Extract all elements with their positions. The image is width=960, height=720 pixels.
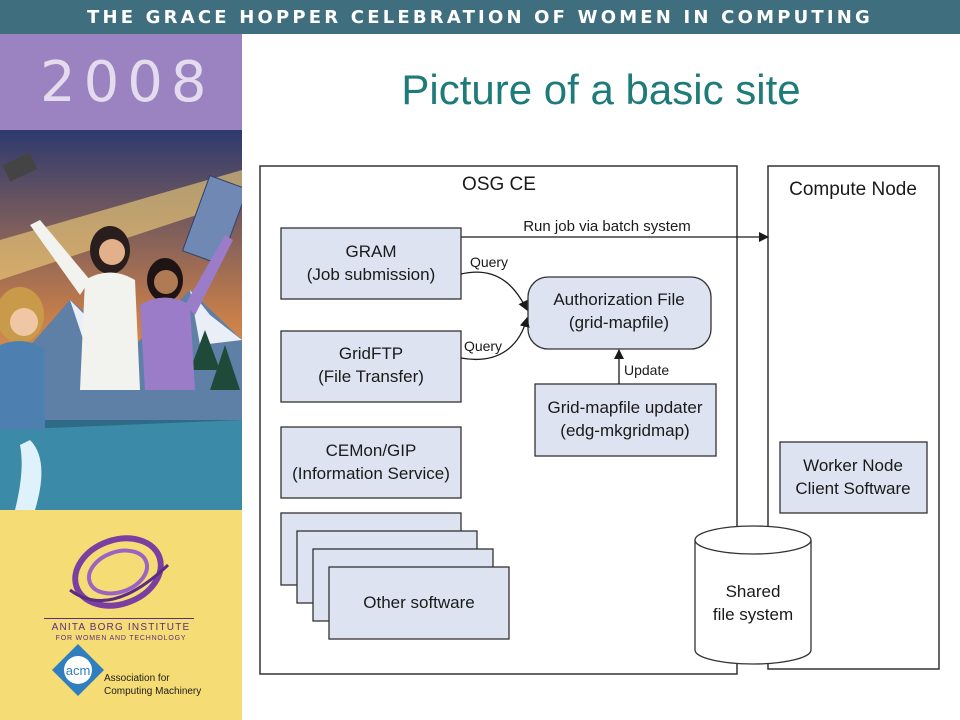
gram-box: GRAM (Job submission) [280, 227, 462, 300]
other-software-label: Other software [363, 593, 475, 612]
query-label-1: Query [470, 254, 508, 270]
acm-line-2: Computing Machinery [104, 686, 202, 697]
gridftp-query-arrow [460, 317, 530, 360]
gridftp-line-2: (File Transfer) [318, 367, 424, 386]
gridftp-box: GridFTP (File Transfer) [280, 330, 462, 403]
acm-badge-label: acm [66, 663, 91, 678]
acm-logo: acm [52, 644, 104, 696]
query-label-2: Query [464, 338, 502, 354]
other-software-stack: Other software [280, 512, 510, 640]
worker-node-line-1: Worker Node [803, 456, 903, 475]
acm-line-1: Association for [104, 673, 170, 684]
slide-title: Picture of a basic site [401, 66, 801, 113]
gram-line-1: GRAM [346, 242, 397, 261]
shared-fs-line-2: file system [713, 605, 793, 624]
anita-borg-logo [69, 535, 170, 609]
year-panel: 2008 [0, 34, 242, 130]
year-label: 2008 [40, 50, 215, 115]
sidebar-artwork: 2008 [0, 34, 242, 720]
auth-file-line-2: (grid-mapfile) [569, 313, 669, 332]
updater-line-1: Grid-mapfile updater [548, 398, 703, 417]
cemon-box: CEMon/GIP (Information Service) [280, 426, 462, 499]
worker-node-box: Worker Node Client Software [779, 441, 928, 514]
shared-fs-line-1: Shared [726, 582, 781, 601]
gridftp-line-1: GridFTP [339, 344, 403, 363]
updater-line-2: (edg-mkgridmap) [560, 421, 689, 440]
banner-title: THE GRACE HOPPER CELEBRATION OF WOMEN IN… [86, 6, 874, 28]
updater-box: Grid-mapfile updater (edg-mkgridmap) [534, 383, 717, 457]
gram-query-arrow [460, 271, 528, 311]
shared-file-system: Shared file system [694, 525, 812, 665]
authorization-file-box: Authorization File (grid-mapfile) [527, 276, 712, 350]
site-diagram: OSG CE Compute Node Run job via batch sy… [259, 165, 940, 675]
abi-subtitle: FOR WOMEN AND TECHNOLOGY [55, 635, 187, 642]
abi-divider [44, 618, 194, 619]
auth-file-line-1: Authorization File [553, 290, 684, 309]
worker-node-line-2: Client Software [795, 479, 910, 498]
update-label: Update [624, 362, 669, 378]
abi-name: ANITA BORG INSTITUTE [51, 622, 191, 633]
cemon-line-2: (Information Service) [292, 464, 450, 483]
osg-ce-label: OSG CE [462, 174, 536, 195]
compute-node-label: Compute Node [789, 179, 917, 200]
conference-banner: THE GRACE HOPPER CELEBRATION OF WOMEN IN… [0, 0, 960, 34]
sponsor-panel: acm [0, 510, 242, 720]
run-job-label: Run job via batch system [523, 218, 691, 235]
illustration [0, 130, 242, 510]
gram-line-2: (Job submission) [307, 265, 436, 284]
cemon-line-1: CEMon/GIP [326, 441, 417, 460]
